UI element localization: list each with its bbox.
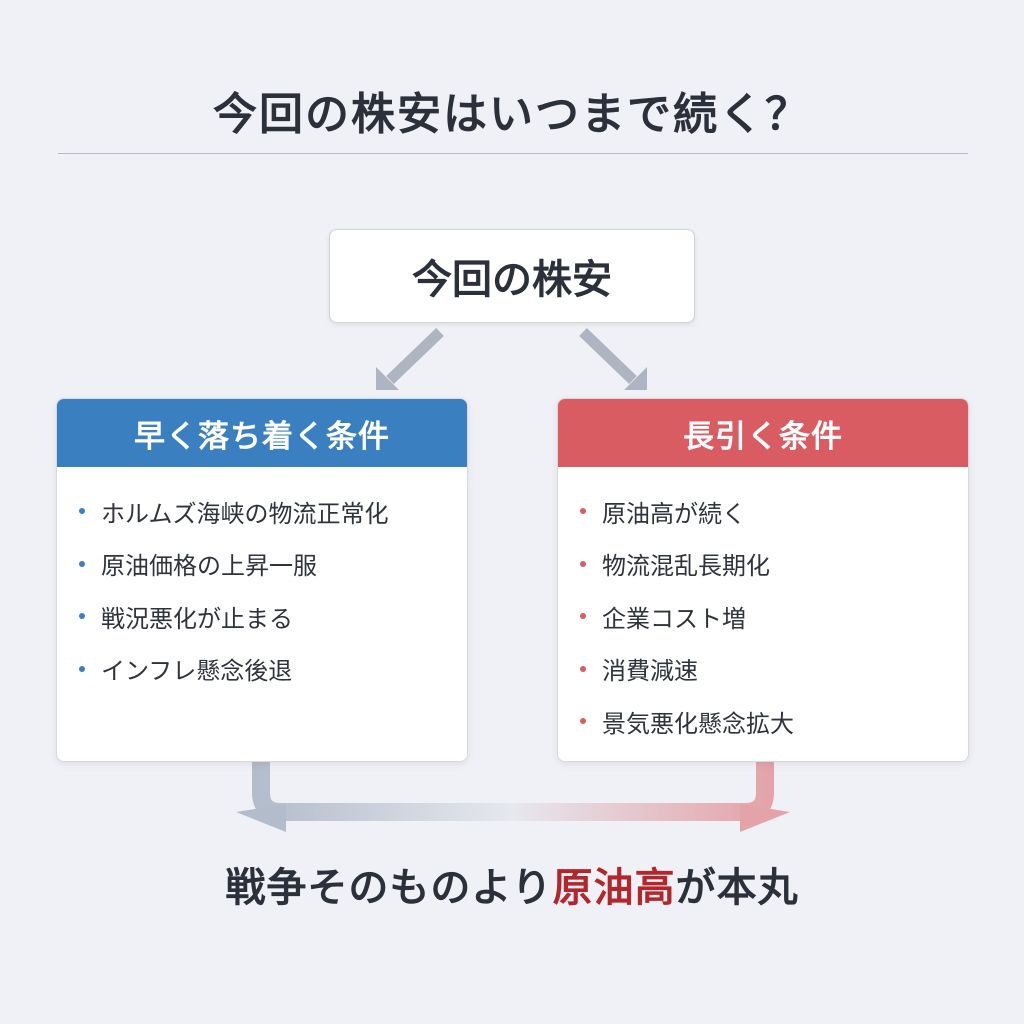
list-item-label: 物流混乱長期化 xyxy=(602,552,770,581)
list-item: 消費減速 xyxy=(558,643,968,696)
prolonged-conditions-list: 原油高が続く 物流混乱長期化 企業コスト増 消費減速 景気悪化懸念拡大 xyxy=(558,467,968,748)
list-item-label: 企業コスト増 xyxy=(602,604,746,633)
early-calm-conditions-card: 早く落ち着く条件 ホルムズ海峡の物流正常化 原油価格の上昇一服 戦況悪化が止まる… xyxy=(56,398,468,762)
list-item-label: 原油高が続く xyxy=(602,499,746,528)
prolonged-conditions-heading: 長引く条件 xyxy=(558,399,968,467)
list-item-label: 戦況悪化が止まる xyxy=(101,604,293,633)
list-item: ホルムズ海峡の物流正常化 xyxy=(57,485,467,538)
bullet-icon xyxy=(79,613,85,620)
list-item: 原油高が続く xyxy=(558,485,968,538)
title-divider xyxy=(58,153,968,154)
bullet-icon xyxy=(79,665,85,672)
conclusion-highlight: 原油高 xyxy=(552,865,676,911)
bullet-icon xyxy=(580,613,586,620)
list-item-label: 景気悪化懸念拡大 xyxy=(602,709,794,738)
list-item: 企業コスト増 xyxy=(558,590,968,643)
bullet-icon xyxy=(79,508,85,515)
early-calm-conditions-list: ホルムズ海峡の物流正常化 原油価格の上昇一服 戦況悪化が止まる インフレ懸念後退 xyxy=(57,467,467,695)
prolonged-conditions-card: 長引く条件 原油高が続く 物流混乱長期化 企業コスト増 消費減速 景気悪化懸念拡… xyxy=(557,398,969,762)
current-stock-decline-box: 今回の株安 xyxy=(329,229,695,323)
right-split-arrow xyxy=(579,328,647,390)
left-split-arrow xyxy=(376,328,444,390)
page-title: 今回の株安はいつまで続く？ xyxy=(213,89,811,140)
bullet-icon xyxy=(79,560,85,567)
conclusion-prefix: 戦争そのものより xyxy=(225,865,553,911)
bullet-icon xyxy=(580,718,586,725)
bullet-icon xyxy=(580,508,586,515)
list-item-label: 原油価格の上昇一服 xyxy=(101,552,317,581)
list-item: 物流混乱長期化 xyxy=(558,538,968,591)
conclusion-statement: 戦争そのものより原油高が本丸 xyxy=(0,855,1024,913)
list-item: 原油価格の上昇一服 xyxy=(57,538,467,591)
list-item-label: ホルムズ海峡の物流正常化 xyxy=(101,499,389,528)
list-item: 景気悪化懸念拡大 xyxy=(558,695,968,748)
list-item-label: インフレ懸念後退 xyxy=(101,657,293,686)
bullet-icon xyxy=(580,560,586,567)
bullet-icon xyxy=(580,665,586,672)
list-item-label: 消費減速 xyxy=(602,657,698,686)
conclusion-suffix: が本丸 xyxy=(675,865,799,911)
merge-arrow xyxy=(236,762,790,832)
list-item: インフレ懸念後退 xyxy=(57,643,467,696)
list-item: 戦況悪化が止まる xyxy=(57,590,467,643)
early-calm-conditions-heading: 早く落ち着く条件 xyxy=(57,399,467,467)
